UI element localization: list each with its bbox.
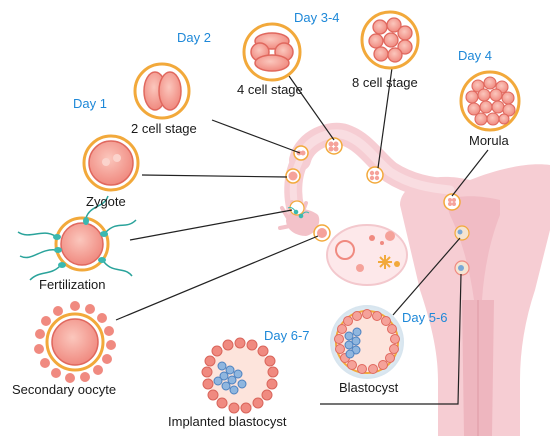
day-4-label: Day 4 — [458, 48, 492, 63]
morula-label: Morula — [469, 133, 509, 148]
day-6-7-label: Day 6-7 — [264, 328, 310, 343]
zygote-illustration — [84, 136, 138, 190]
four-cell-stage-label: 4 cell stage — [237, 82, 303, 97]
eight-cell-illustration — [362, 12, 418, 68]
secondary-oocyte-label: Secondary oocyte — [12, 382, 116, 397]
implanted-blastocyst-label: Implanted blastocyst — [168, 414, 287, 429]
two-cell-illustration — [135, 64, 189, 118]
eight-cell-stage-label: 8 cell stage — [352, 75, 418, 90]
secondary-oocyte-illustration — [34, 301, 116, 383]
uterus — [400, 164, 550, 436]
inner-cell-mass — [345, 328, 361, 358]
fertilization-label: Fertilization — [39, 277, 105, 292]
implanted-blastocyst-illustration — [202, 338, 278, 413]
day-2-label: Day 2 — [177, 30, 211, 45]
blastocyst-label: Blastocyst — [339, 380, 398, 395]
day-3-4-label: Day 3-4 — [294, 10, 340, 25]
two-cell-stage-label: 2 cell stage — [131, 121, 197, 136]
day-5-6-label: Day 5-6 — [402, 310, 448, 325]
morula-illustration — [461, 72, 519, 130]
blastocyst-illustration — [330, 305, 404, 379]
zygote-label: Zygote — [86, 194, 126, 209]
ovary — [327, 225, 407, 285]
day-1-label: Day 1 — [73, 96, 107, 111]
four-cell-illustration — [244, 24, 300, 80]
